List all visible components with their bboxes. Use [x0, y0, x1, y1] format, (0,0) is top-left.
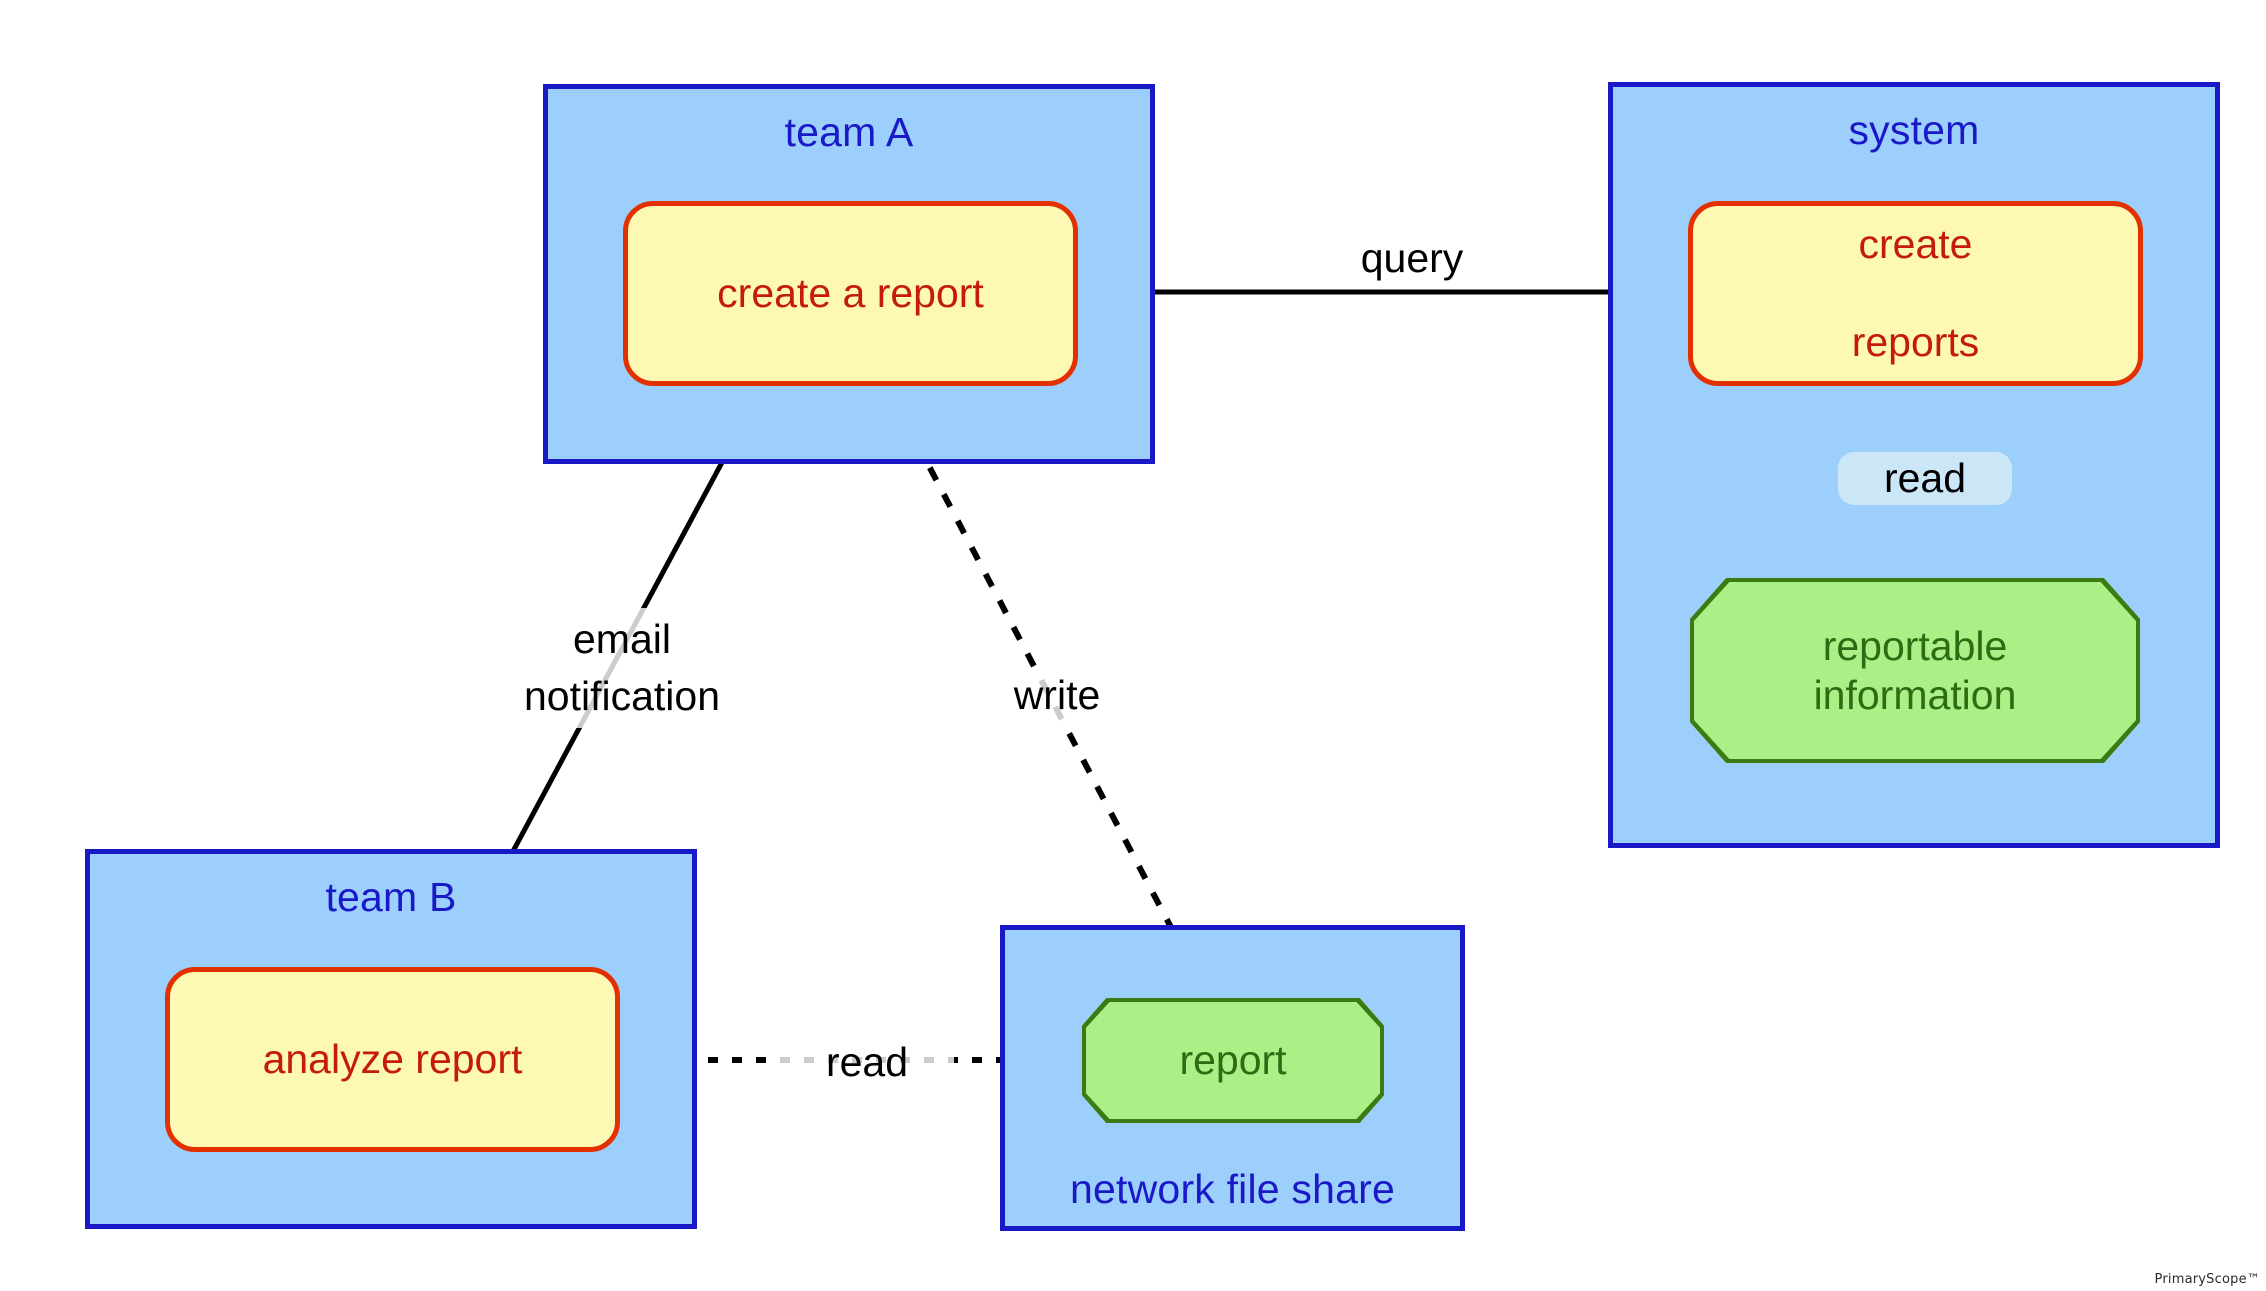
node-label-create-reports: create reports [1852, 220, 1980, 367]
container-label-network-file-share: network file share [1070, 1166, 1395, 1212]
node-label-report: report [1179, 1037, 1287, 1083]
node-label-line1: reportable [1822, 622, 2008, 669]
edge-label-email-notification: email notification [480, 608, 764, 728]
node-label-analyze-report: analyze report [262, 1036, 523, 1082]
edge-label-read-share: read [780, 1036, 954, 1089]
node-label-line1: create [1858, 221, 1973, 267]
container-label-team-b: team B [325, 874, 457, 920]
node-label-line2: reports [1851, 319, 1980, 365]
edge-label-read-system: read [1838, 452, 2012, 505]
node-label-reportable-information: reportable information [1690, 622, 2140, 720]
node-report[interactable]: report [1082, 998, 1384, 1123]
container-label-system: system [1848, 107, 1980, 153]
edge-label-line1: email [573, 616, 671, 662]
octagon-fill [1694, 582, 2136, 759]
edge-label-line2: notification [523, 673, 720, 719]
node-create-a-report[interactable]: create a report [623, 201, 1078, 386]
node-label-line2: information [1813, 671, 2017, 718]
container-network-file-share[interactable]: network file share [1000, 925, 1465, 1231]
container-label-team-a: team A [784, 109, 914, 155]
watermark: PrimaryScope™ [2154, 1272, 2260, 1287]
node-label-create-a-report: create a report [717, 270, 984, 316]
octagon-fill [1086, 1002, 1380, 1119]
node-create-reports[interactable]: create reports [1688, 201, 2143, 386]
edge-label-write: write [980, 669, 1134, 722]
node-analyze-report[interactable]: analyze report [165, 967, 620, 1152]
edge-label-query: query [1310, 232, 1514, 285]
node-reportable-information[interactable]: reportable information [1690, 578, 2140, 763]
